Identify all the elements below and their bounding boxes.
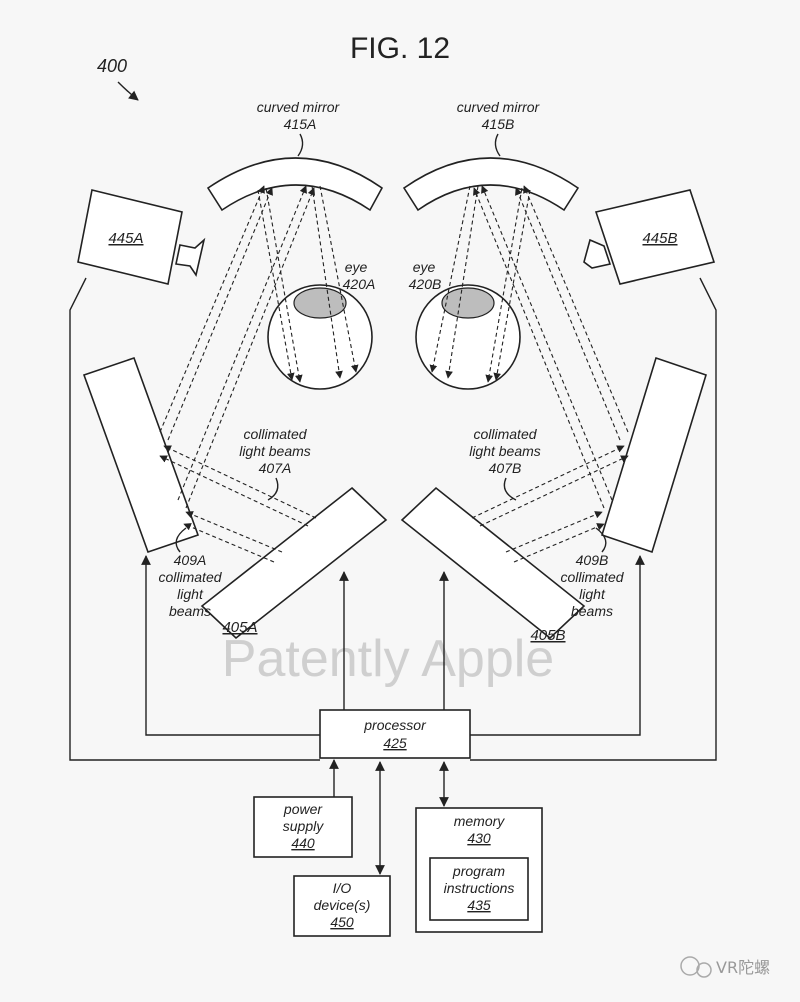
beam-right-wg-1 <box>523 185 629 433</box>
eye-left <box>267 284 373 390</box>
camera-right-body <box>594 189 716 285</box>
beams-409b-line3: beams <box>571 603 613 619</box>
waveguide-left <box>82 356 200 554</box>
eye-right-label: eye <box>413 259 436 275</box>
program-box <box>429 857 529 921</box>
program-line1: program <box>452 863 505 879</box>
beams-409a-line1: collimated <box>158 569 222 585</box>
eye-left-label: eye <box>345 259 368 275</box>
beam-right-pr-4 <box>513 523 605 563</box>
mirror-right-leader <box>494 133 501 157</box>
curved-mirror-right <box>402 157 580 212</box>
figure-number-leader <box>117 81 139 101</box>
power-supply-box <box>253 796 353 858</box>
io-line1: I/O <box>333 880 352 896</box>
beams-407a-leader <box>267 477 279 501</box>
camera-left-lens <box>175 237 206 277</box>
beams-409a-line2: light <box>177 586 204 602</box>
beam-right-eye-1 <box>429 185 471 373</box>
projector-left <box>200 486 388 640</box>
beam-right-wg-2 <box>515 187 621 441</box>
mirror-left-label: curved mirror <box>257 99 341 115</box>
eye-right-pupil <box>441 287 495 319</box>
beam-right-pr-3 <box>505 511 603 553</box>
processor-box <box>319 709 471 759</box>
mirror-right-label: curved mirror <box>457 99 541 115</box>
beams-409b-ref: 409B <box>576 552 609 568</box>
eye-right-ref: 420B <box>409 276 442 292</box>
projector-left-ref: 405A <box>222 619 257 636</box>
eye-left-ref: 420A <box>343 276 376 292</box>
beams-407a-line1: collimated <box>243 426 307 442</box>
beam-left-pr-4 <box>183 523 275 563</box>
beam-right-wg-3 <box>481 185 613 501</box>
beam-right-wg-4 <box>473 187 605 509</box>
beams-409a-leader <box>175 527 187 553</box>
beams-409b-leader <box>595 527 607 553</box>
beams-409b-line1: collimated <box>560 569 624 585</box>
beam-left-eye-2 <box>265 187 303 383</box>
beam-left-wg-3 <box>177 185 307 501</box>
waveguide-right <box>601 356 707 554</box>
beams-409a-ref: 409A <box>174 552 207 568</box>
camera-left-ref: 445A <box>108 230 143 247</box>
mirror-right-ref: 415B <box>482 116 515 132</box>
badge: VR陀螺 <box>680 956 770 978</box>
beam-left-wg-2 <box>167 187 273 441</box>
camera-left-body <box>77 189 183 285</box>
eye-left-pupil <box>293 287 347 319</box>
memory-label: memory <box>454 813 506 829</box>
beam-left-wg-1 <box>159 185 265 433</box>
beam-left-pr-1 <box>163 445 317 519</box>
program-line2: instructions <box>444 880 515 896</box>
beams-409a-line3: beams <box>169 603 211 619</box>
memory-ref: 430 <box>467 830 491 846</box>
watermark-text: Patently Apple <box>222 630 554 688</box>
beams-407a-ref: 407A <box>259 460 292 476</box>
projector-right-ref: 405B <box>530 627 565 644</box>
wire-camera-right-proc <box>470 277 717 761</box>
beam-left-pr-2 <box>159 455 309 527</box>
badge-text: VR陀螺 <box>716 958 770 977</box>
wire-proc-waveguide-left <box>141 555 320 736</box>
beams-407b-line1: collimated <box>473 426 537 442</box>
figure-number: 400 <box>97 56 127 76</box>
beams-407a-line2: light beams <box>239 443 311 459</box>
io-box <box>293 875 391 937</box>
beams-407b-ref: 407B <box>489 460 522 476</box>
processor-label: processor <box>363 717 427 733</box>
curved-mirror-left <box>206 157 384 212</box>
beam-right-pr-2 <box>479 455 629 527</box>
beams-409b-line2: light <box>579 586 606 602</box>
badge-icon <box>680 956 700 976</box>
io-ref: 450 <box>330 914 354 930</box>
beams-407b-line2: light beams <box>469 443 541 459</box>
processor-ref: 425 <box>383 735 407 751</box>
io-line2: device(s) <box>314 897 371 913</box>
eye-right <box>415 284 521 390</box>
camera-right-lens <box>583 238 612 269</box>
beam-right-eye-3 <box>485 187 523 383</box>
wire-camera-left-proc <box>69 277 320 761</box>
beam-left-eye-4 <box>319 185 359 373</box>
power-ref: 440 <box>291 835 315 851</box>
figure-title: FIG. 12 <box>350 32 450 65</box>
wire-proc-waveguide-right <box>470 555 645 736</box>
projector-right <box>400 486 586 640</box>
mirror-left-leader <box>297 133 304 157</box>
power-line2: supply <box>283 818 324 834</box>
beams-407b-leader <box>503 477 517 501</box>
beam-right-pr-1 <box>471 445 625 519</box>
mirror-left-ref: 415A <box>284 116 317 132</box>
camera-right-ref: 445B <box>642 230 677 247</box>
power-line1: power <box>283 801 323 817</box>
program-ref: 435 <box>467 897 491 913</box>
beam-right-eye-2 <box>445 185 479 379</box>
beam-left-eye-3 <box>311 185 343 379</box>
beam-left-wg-4 <box>185 187 316 509</box>
beam-left-pr-3 <box>185 511 283 553</box>
